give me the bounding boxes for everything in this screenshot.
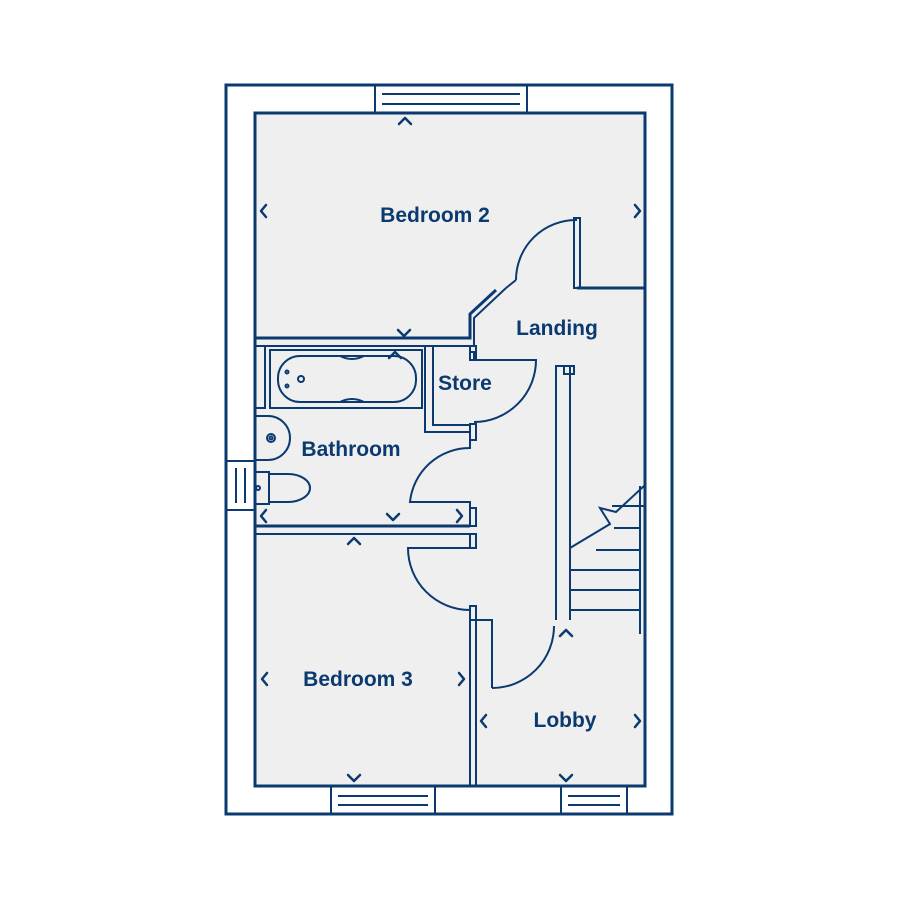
dimension-markers (259, 116, 642, 783)
landing-angled-wall (473, 287, 507, 346)
lobby-door-jamb (476, 619, 493, 688)
room-label-store: Store (438, 372, 492, 395)
bath-panel (254, 345, 266, 409)
store-door-jamb (470, 351, 475, 360)
lobby-door (491, 625, 555, 689)
room-label-bathroom: Bathroom (301, 438, 400, 461)
store-jamb-top (469, 345, 477, 361)
bathroom-door (408, 440, 471, 508)
store-wall (432, 346, 470, 426)
bed3-jamb-bottom (469, 605, 477, 621)
window-top (374, 84, 528, 114)
sink (255, 415, 291, 461)
window-left (225, 460, 256, 511)
bath-jamb (469, 507, 477, 527)
room-label-landing: Landing (516, 317, 598, 340)
bath-tub (269, 349, 423, 409)
window-bottom-left (330, 785, 436, 815)
store-door (473, 359, 538, 423)
toilet (254, 471, 311, 505)
newel-post (563, 365, 575, 375)
stairs (569, 485, 645, 634)
store-jamb-bottom (469, 423, 477, 441)
window-bottom-right (560, 785, 628, 815)
bed3-jamb-top (469, 533, 477, 549)
room-label-lobby: Lobby (534, 709, 597, 732)
bedroom2-partition (255, 288, 498, 340)
room-label-bedroom-3: Bedroom 3 (303, 668, 413, 691)
bedroom3-door (406, 547, 471, 611)
room-label-bedroom-2: Bedroom 2 (380, 204, 490, 227)
